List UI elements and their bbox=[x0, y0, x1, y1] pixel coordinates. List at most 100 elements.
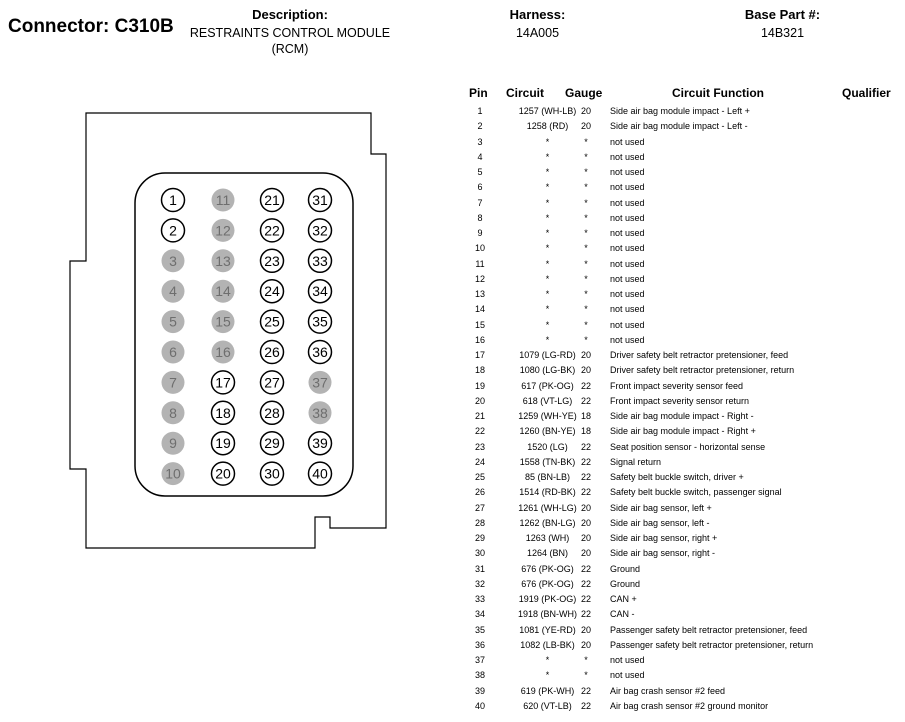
circuit-cell: * bbox=[545, 228, 550, 238]
pin-25-label: 25 bbox=[264, 314, 280, 330]
function-cell: Safety belt buckle switch, driver + bbox=[610, 472, 744, 482]
function-cell: not used bbox=[610, 212, 645, 223]
pin-5-label: 5 bbox=[169, 314, 177, 330]
pin-15-label: 15 bbox=[215, 314, 231, 330]
gauge-cell: 22 bbox=[580, 441, 591, 452]
circuit-cell: 676 (PK-OG) bbox=[521, 578, 574, 589]
circuit-cell: * bbox=[545, 167, 550, 177]
pin-11-label: 11 bbox=[216, 192, 231, 208]
pin-19-circle bbox=[210, 430, 236, 456]
pin-cell: 10 bbox=[474, 243, 485, 254]
pin-17-label: 17 bbox=[215, 374, 231, 390]
gauge-cell: 22 bbox=[580, 685, 591, 696]
gauge-cell: 20 bbox=[580, 121, 591, 132]
table-row: 37**not used bbox=[460, 653, 900, 668]
circuit-cell: 617 (PK-OG) bbox=[521, 380, 574, 391]
pin-cell: 2 bbox=[477, 121, 483, 132]
gauge-cell: 22 bbox=[580, 563, 591, 574]
circuit-cell: 1514 (RD-BK) bbox=[519, 487, 576, 498]
pin-25-circle bbox=[259, 309, 285, 334]
table-row: 9**not used bbox=[460, 226, 900, 241]
pin-cell: 34 bbox=[474, 609, 485, 620]
pin-33-circle bbox=[307, 248, 333, 274]
pin-40-circle bbox=[307, 461, 333, 486]
gauge-cell: * bbox=[584, 167, 588, 177]
connector-face-diagram: 1234567891011121314151617181920212223242… bbox=[69, 112, 387, 549]
pin-11-circle bbox=[211, 188, 235, 212]
pin-cell: 20 bbox=[474, 395, 485, 406]
pin-cell: 39 bbox=[474, 685, 485, 696]
table-row: 5 * * not used bbox=[460, 165, 900, 180]
col-header-qualifier: Qualifier bbox=[842, 86, 891, 100]
circuit-cell: 1262 (BN-LG) bbox=[519, 517, 576, 528]
function-cell: Side air bag sensor, left - bbox=[610, 517, 710, 528]
gauge-cell: 22 bbox=[580, 609, 591, 620]
pin-18-circle bbox=[210, 400, 236, 426]
circuit-cell: 1261 (WH-LG) bbox=[518, 502, 577, 513]
pin-38-circle bbox=[308, 401, 332, 425]
gauge-cell: * bbox=[584, 212, 588, 223]
circuit-cell: * bbox=[545, 243, 550, 254]
circuit-cell: * bbox=[545, 182, 550, 193]
pin-39-circle bbox=[307, 430, 333, 456]
function-cell: Passenger safety belt retractor pretensi… bbox=[610, 624, 808, 635]
pin-37-circle bbox=[308, 370, 332, 394]
pin-28-label: 28 bbox=[264, 405, 280, 421]
gauge-cell: 22 bbox=[580, 578, 591, 589]
function-cell: CAN - bbox=[610, 609, 635, 620]
circuit-cell: 1080 (LG-BK) bbox=[519, 365, 576, 376]
circuit-cell: * bbox=[545, 334, 550, 345]
gauge-cell: 22 bbox=[580, 594, 591, 604]
pin-group: 1234567891011121314151617181920212223242… bbox=[160, 187, 333, 486]
pin-9-label: 9 bbox=[169, 435, 177, 451]
circuit-cell: 1082 (LB-BK) bbox=[520, 639, 575, 650]
base-part-label: Base Part #: bbox=[744, 7, 821, 22]
function-cell: Side air bag sensor, left + bbox=[610, 502, 712, 513]
function-cell: Air bag crash sensor #2 feed bbox=[610, 685, 726, 696]
pin-cell: 35 bbox=[474, 624, 485, 635]
col-header-circuit: Circuit bbox=[506, 86, 545, 100]
function-cell: not used bbox=[610, 228, 645, 238]
pin-31-circle bbox=[307, 187, 333, 213]
pin-8-label: 8 bbox=[169, 405, 177, 421]
gauge-cell: * bbox=[584, 670, 588, 681]
pin-37-label: 37 bbox=[312, 374, 328, 390]
pin-cell: 9 bbox=[477, 228, 483, 238]
pin-20-label: 20 bbox=[215, 466, 231, 482]
gauge-cell: 22 bbox=[580, 380, 591, 391]
pin-39-label: 39 bbox=[312, 435, 328, 451]
function-cell: Driver safety belt retractor pretensione… bbox=[610, 365, 795, 376]
pin-1-label: 1 bbox=[169, 192, 177, 208]
pin-cell: 31 bbox=[474, 563, 485, 574]
pin-cell: 5 bbox=[477, 167, 483, 177]
circuit-cell: * bbox=[545, 670, 550, 681]
gauge-cell: * bbox=[584, 273, 588, 284]
circuit-cell: * bbox=[545, 289, 550, 299]
pin-18-label: 18 bbox=[215, 405, 231, 421]
pin-cell: 21 bbox=[474, 411, 485, 421]
circuit-cell: 1919 (PK-OG) bbox=[518, 594, 577, 604]
table-row: 3**not used bbox=[460, 135, 900, 150]
pin-27-circle bbox=[259, 370, 285, 395]
function-cell: Side air bag sensor, right - bbox=[610, 548, 716, 559]
pin-9-circle bbox=[161, 431, 185, 455]
pin-14-label: 14 bbox=[215, 283, 231, 299]
pin-27-label: 27 bbox=[264, 374, 280, 390]
pin-12-label: 12 bbox=[215, 222, 231, 238]
gauge-cell: * bbox=[584, 151, 588, 162]
gauge-cell: 20 bbox=[580, 533, 591, 543]
function-cell: not used bbox=[610, 167, 645, 177]
circuit-cell: 618 (VT-LG) bbox=[522, 395, 573, 406]
function-cell: Signal return bbox=[610, 456, 662, 467]
table-row: 11**not used bbox=[460, 257, 900, 272]
pin-cell: 17 bbox=[474, 350, 485, 360]
